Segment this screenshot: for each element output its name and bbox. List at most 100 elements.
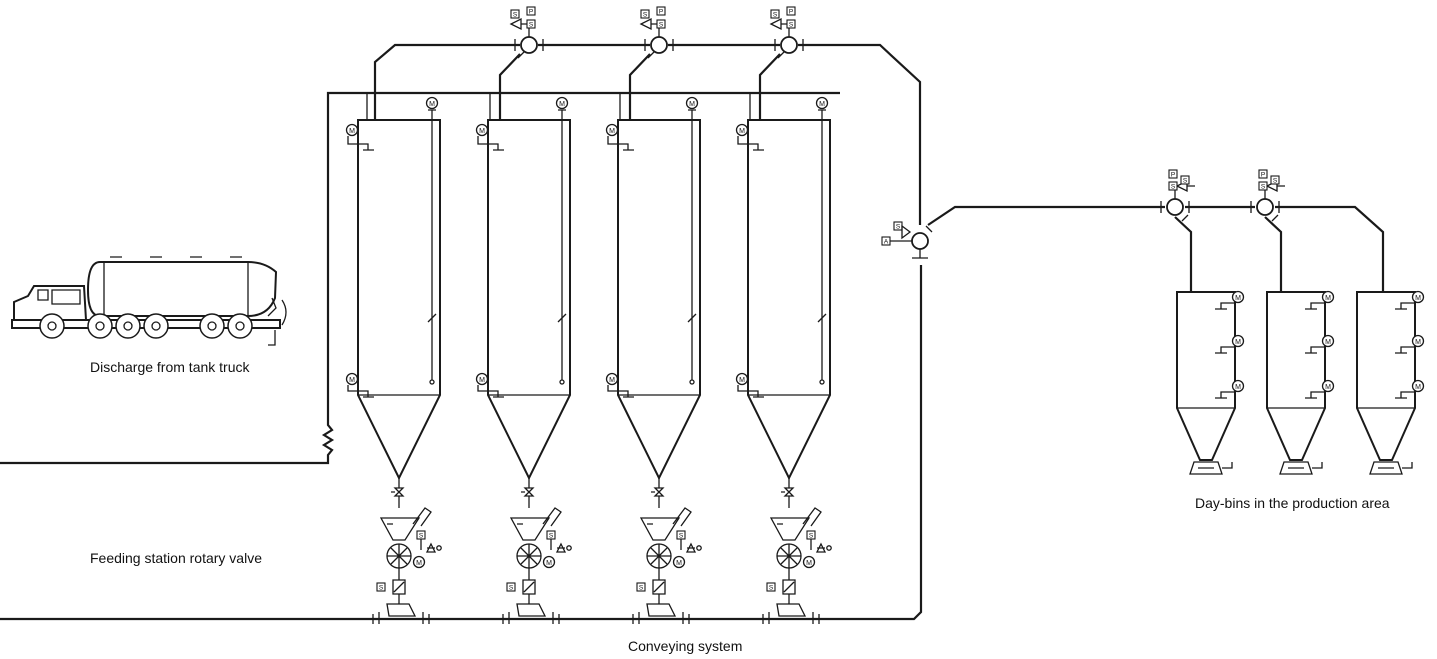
day-bin-supply-pipe: [927, 205, 1385, 292]
day-bin-level-switch: [1395, 302, 1415, 310]
motor-icon: [1231, 334, 1245, 348]
motor-icon-letter: M: [1415, 339, 1421, 346]
level-switch-bottom: [607, 385, 634, 398]
outlet-solenoid-letter: S: [769, 585, 774, 592]
injector-box: [372, 603, 430, 624]
day-bin-level-switch: [1395, 391, 1415, 399]
level-probe: [558, 109, 566, 380]
solenoid-box-2-letter: S: [789, 22, 794, 29]
motor-icon-letter: M: [349, 128, 355, 135]
solenoid-box: [1270, 175, 1280, 185]
outlet-check: [522, 568, 536, 604]
shutoff-valve: [651, 478, 665, 508]
level-switch-top: [607, 136, 634, 151]
probe-tip: [689, 379, 695, 385]
solenoid-box-letter: S: [643, 12, 648, 19]
level-switch-top: [737, 136, 764, 151]
motor-icon: [735, 123, 749, 137]
motor-icon: [1411, 334, 1425, 348]
pressure-box: [656, 6, 666, 16]
air-box-letter: A: [884, 239, 889, 246]
air-valve: [680, 539, 697, 553]
injector-box: [762, 603, 820, 624]
motor-icon-letter: M: [1325, 384, 1331, 391]
motor-icon: [1321, 290, 1335, 304]
silo-body: [617, 119, 701, 481]
motor-icon: [605, 372, 619, 386]
motor-icon: [815, 96, 829, 110]
pressure-box-letter: P: [789, 9, 793, 16]
air-valve-port: [436, 545, 442, 551]
motor-icon: [605, 123, 619, 137]
probe-break: [427, 313, 437, 323]
motor-icon-letter: M: [819, 101, 825, 108]
solenoid-box-letter: S: [773, 12, 778, 19]
solenoid-box-2-letter: S: [659, 22, 664, 29]
rotary-valve-blades: [647, 544, 671, 568]
outlet-solenoid-letter: S: [509, 585, 514, 592]
label-feeding-station: Feeding station rotary valve: [90, 550, 262, 566]
outlet-check: [652, 568, 666, 604]
feed-hopper: [509, 507, 562, 541]
solenoid-box-letter: S: [896, 224, 901, 231]
label-conveying-system: Conveying system: [628, 638, 742, 654]
motor-icon-letter: M: [739, 377, 745, 384]
motor-icon: [1411, 379, 1425, 393]
day-bin-body: [1266, 291, 1326, 461]
diverter-flanges: [1160, 201, 1190, 222]
solenoid-box-2: [1168, 181, 1178, 191]
motor-icon-letter: M: [806, 560, 812, 567]
silo-body: [487, 119, 571, 481]
solenoid-box-2: [1258, 181, 1268, 191]
label-day-bins: Day-bins in the production area: [1195, 495, 1390, 511]
level-probe: [428, 109, 436, 380]
outlet-solenoid-letter: S: [379, 585, 384, 592]
motor-icon-letter: M: [609, 128, 615, 135]
diverter-valve-3: PSS: [769, 6, 804, 59]
day-bin-level-switch: [1395, 346, 1415, 354]
motor-icon: [425, 96, 439, 110]
air-valve-port: [566, 545, 572, 551]
pressure-box-letter: P: [529, 9, 533, 16]
diverter-actuator: [890, 224, 912, 242]
silo-body: [747, 119, 831, 481]
day-bin-feed-pipe-1: [1174, 216, 1193, 292]
pressure-box-letter: P: [1261, 172, 1265, 179]
motor-icon-letter: M: [609, 377, 615, 384]
probe-tip: [819, 379, 825, 385]
pressure-box: [1258, 169, 1268, 179]
motor-icon: [1321, 334, 1335, 348]
air-valve: [810, 539, 827, 553]
diverter-body: [1166, 198, 1184, 216]
pressure-box: [786, 6, 796, 16]
truck-chassis: [11, 319, 281, 329]
day-bin-level-switch: [1305, 346, 1325, 354]
probe-break: [817, 313, 827, 323]
outlet-solenoid: [766, 582, 776, 592]
probe-break: [687, 313, 697, 323]
day-bin-level-switch: [1215, 302, 1235, 310]
injector-box: [632, 603, 690, 624]
top-distribution-pipe: [373, 43, 922, 225]
probe-break: [557, 313, 567, 323]
level-switch-bottom: [737, 385, 764, 398]
air-valve-port: [696, 545, 702, 551]
day-bin-diverter-1: PSS: [1160, 169, 1195, 222]
outlet-solenoid-letter: S: [639, 585, 644, 592]
day-bin-1: MMM: [1176, 290, 1245, 475]
outlet-check: [392, 568, 406, 604]
vent-pipes: [366, 93, 751, 120]
outlet-solenoid: [506, 582, 516, 592]
silo-feed-pipe-3: [628, 53, 651, 120]
solenoid-box-letter: S: [679, 533, 684, 540]
motor-icon-letter: M: [479, 377, 485, 384]
motor-icon-letter: M: [1235, 339, 1241, 346]
diverter-valve-1: PSS: [509, 6, 544, 59]
motor-icon: [475, 372, 489, 386]
level-switch-bottom: [477, 385, 504, 398]
day-bin-discharge: [1189, 461, 1233, 475]
